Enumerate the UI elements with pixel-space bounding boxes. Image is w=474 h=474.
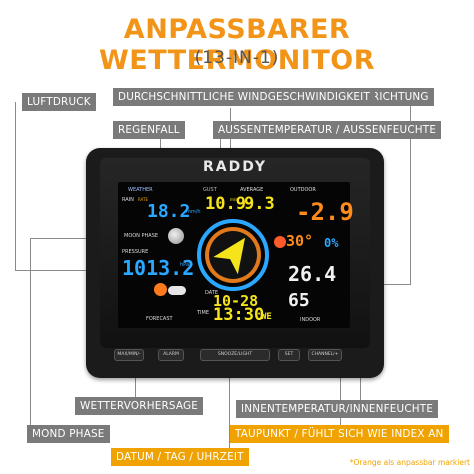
pressure-label: PRESSURE <box>122 249 149 255</box>
forecast-label: FORECAST <box>146 316 173 322</box>
pressure-unit: hPa <box>180 262 190 268</box>
date-label: DATE <box>205 290 219 296</box>
wind-compass <box>197 219 269 291</box>
indoor-humidity: 65 <box>288 290 310 311</box>
outdoor-label: OUTDOOR <box>290 187 316 193</box>
label-taupunkt: TAUPUNKT / FÜHLT SICH WIE INDEX AN <box>230 425 449 443</box>
indoor-temp: 26.4 <box>288 262 337 286</box>
channel-button[interactable]: CHANNEL/+ <box>308 349 342 361</box>
rate-label: RATE <box>138 197 149 202</box>
connector-line <box>220 138 221 154</box>
alarm-button[interactable]: ALARM <box>158 349 184 361</box>
connector-line <box>30 238 31 434</box>
wind-unit: m/s <box>230 197 238 202</box>
label-aussen: AUSSENTEMPERATUR / AUSSENFEUCHTE <box>213 121 442 139</box>
day-value: WE <box>261 312 272 322</box>
compass-ring <box>197 219 269 291</box>
label-innen: INNENTEMPERATUR/INNENFEUCHTE <box>236 400 439 418</box>
label-regenfall: REGENFALL <box>113 121 185 139</box>
label-datum: DATUM / TAG / UHRZEIT <box>111 448 249 466</box>
rain-unit: mm/h <box>186 209 201 215</box>
snooze-light-button[interactable]: SNOOZE/LIGHT <box>200 349 270 361</box>
average-label: AVERAGE <box>240 187 264 193</box>
max-min-button[interactable]: MAX/MIN/- <box>114 349 144 361</box>
set-button[interactable]: SET <box>278 349 300 361</box>
humidity-small-value: 0% <box>324 236 339 250</box>
indoor-label: INDOOR <box>300 317 321 323</box>
gust-label: GUST <box>203 187 217 193</box>
cloud-icon <box>168 286 186 295</box>
weather-header: WEATHER <box>128 187 153 193</box>
device-button-row: MAX/MIN/- ALARM SNOOZE/LIGHT SET CHANNEL… <box>100 349 370 363</box>
label-luftdruck: LUFTDRUCK <box>22 93 96 111</box>
connector-line <box>15 270 120 271</box>
pressure-value: 1013.2 <box>122 256 195 280</box>
moon-phase-label: MOON PHASE <box>124 233 159 239</box>
page-title: ANPASSBARER WETTERMONITOR <box>98 14 376 76</box>
thermometer-icon <box>274 236 286 248</box>
time-label: TIME <box>197 310 210 316</box>
gust-value: 10.9 <box>205 194 246 214</box>
brand-logo: RADDY <box>203 159 267 175</box>
connector-line <box>229 305 230 452</box>
label-mondphase: MOND PHASE <box>27 425 110 443</box>
label-wettervorhersage: WETTERVORHERSAGE <box>75 397 204 415</box>
connector-line <box>15 102 16 270</box>
sun-icon <box>154 283 167 296</box>
dew-point-value: 30° <box>286 232 314 250</box>
rain-value: 18.2 <box>147 201 191 222</box>
moon-icon <box>168 228 184 244</box>
footnote: *Orange als anpassbar markiert <box>349 458 470 467</box>
label-durchschnitt: DURCHSCHNITTLICHE WINDGESCHWINDIGKEIT <box>113 88 375 106</box>
page-subtitle: (13-IN-1) <box>194 48 280 68</box>
rain-label: RAIN <box>122 197 134 203</box>
wind-direction-arrow-icon <box>213 237 246 275</box>
time-value: 13:30 <box>213 305 265 325</box>
connector-line <box>410 96 411 284</box>
average-value: 9.3 <box>244 194 275 214</box>
date-value: 10-28 <box>213 292 259 310</box>
outdoor-temp: -2.9 <box>296 198 354 226</box>
